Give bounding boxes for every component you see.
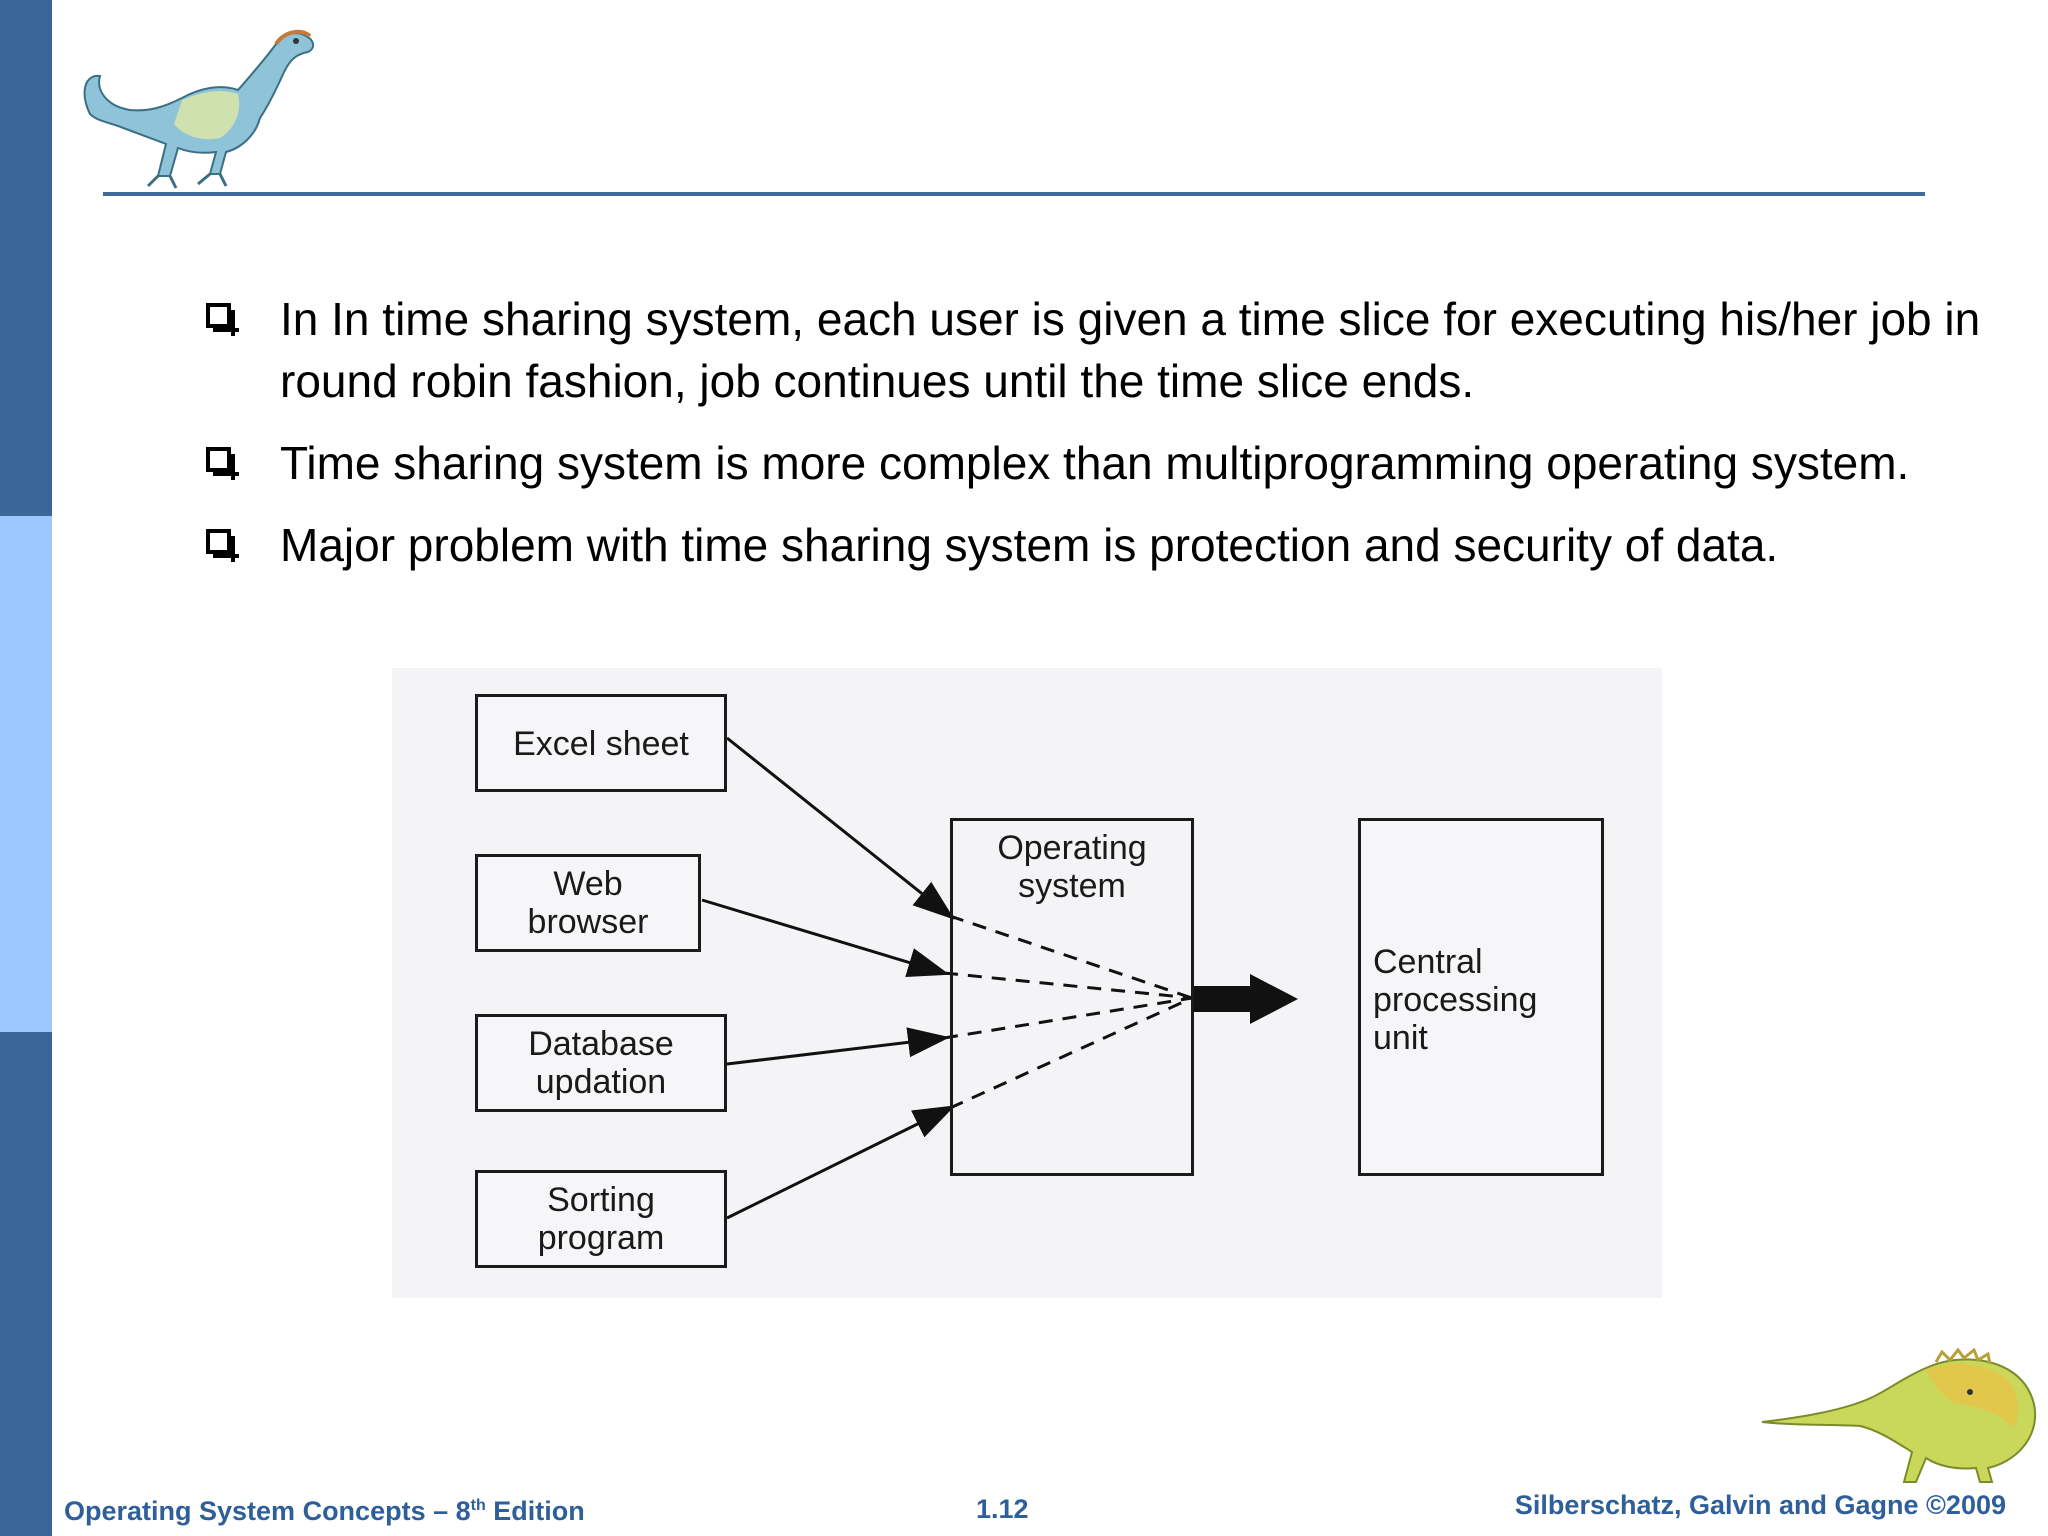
operating-system-box: Operating system — [950, 818, 1194, 1176]
diagram-connectors — [701, 736, 1298, 1220]
dinosaur-icon — [1761, 1347, 2037, 1483]
checkbox-bullet-icon — [206, 529, 239, 562]
footer-title-text: Operating System Concepts – 8 — [64, 1496, 471, 1526]
cpu-box: Central processing unit — [1358, 818, 1604, 1176]
job-box-excel-sheet: Excel sheet — [475, 694, 727, 792]
job-label: Database updation — [528, 1025, 674, 1101]
sidebar-bottom-band — [0, 1032, 52, 1536]
checkbox-bullet-icon — [206, 447, 239, 480]
os-label: Operating system — [997, 829, 1147, 905]
job-box-database-updation: Database updation — [475, 1014, 727, 1112]
job-box-sorting-program: Sorting program — [475, 1170, 727, 1268]
footer-page-number: 1.12 — [976, 1494, 1029, 1524]
job-label: Web browser — [527, 865, 649, 941]
checkbox-bullet-icon — [206, 303, 239, 336]
cpu-label: Central processing unit — [1373, 943, 1538, 1057]
dinosaur-icon — [83, 29, 314, 189]
bullet-item: Major problem with time sharing system i… — [204, 514, 1994, 576]
job-box-web-browser: Web browser — [475, 854, 701, 952]
bullet-item: Time sharing system is more complex than… — [204, 432, 1994, 494]
footer-edition-word: Edition — [485, 1496, 585, 1526]
time-sharing-diagram: Excel sheet Web browser Database updatio… — [392, 668, 1662, 1298]
job-label: Sorting program — [537, 1181, 665, 1257]
footer-book-title: Operating System Concepts – 8th Edition — [64, 1496, 585, 1527]
bullet-text: Time sharing system is more complex than… — [280, 437, 1910, 489]
sidebar-top-band — [0, 0, 52, 516]
bullet-list: In In time sharing system, each user is … — [204, 288, 1994, 596]
bullet-text: Major problem with time sharing system i… — [280, 519, 1779, 571]
job-label: Excel sheet — [513, 725, 689, 763]
bullet-text: In In time sharing system, each user is … — [280, 293, 1981, 407]
bullet-item: In In time sharing system, each user is … — [204, 288, 1994, 412]
footer-edition-sup: th — [470, 1497, 486, 1514]
sidebar-middle-band — [0, 516, 52, 1032]
footer-authors: Silberschatz, Galvin and Gagne ©2009 — [1514, 1490, 2006, 1520]
title-rule — [103, 192, 1925, 196]
